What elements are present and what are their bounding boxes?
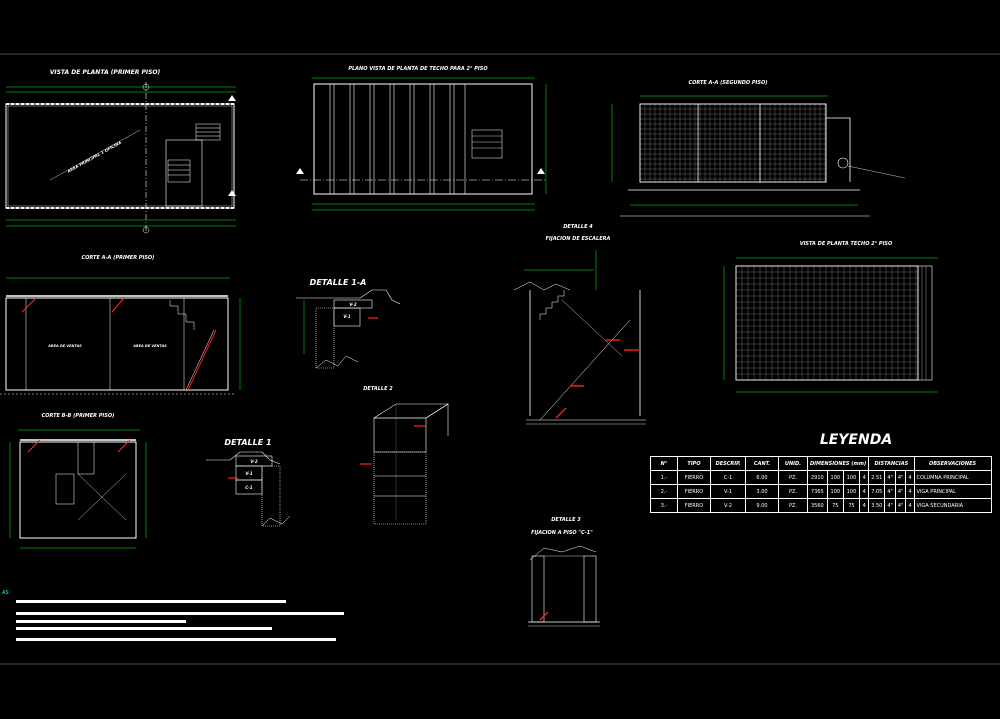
- legend-cell: 2910: [807, 470, 828, 485]
- legend-cell: 100: [842, 484, 861, 499]
- plan-first-floor: VISTA DE PLANTA (PRIMER PISO) AREA PRINC…: [5, 69, 236, 234]
- legend-cell: 9.00: [745, 498, 779, 513]
- detail-1a-title: DETALLE 1-A: [310, 278, 367, 287]
- legend-cell: 3.00: [745, 484, 779, 499]
- legend-cell: 4: [859, 498, 870, 513]
- legend-cell: 1.-: [650, 470, 678, 485]
- notes-label: AS:: [2, 590, 11, 596]
- legend-header-cant: CANT.: [745, 456, 779, 471]
- legend-cell: 4: [859, 484, 870, 499]
- legend-cell: 100: [826, 484, 844, 499]
- legend-table: N° TIPO DESCRIP. CANT. UNID. DIMENSIONES…: [650, 456, 992, 513]
- legend-cell: FIERRO: [677, 484, 711, 499]
- legend-cell: VIGA SECUNDARIA: [913, 498, 992, 513]
- legend-cell: C-1: [710, 470, 746, 485]
- legend-cell: PZ.: [778, 498, 808, 513]
- cut-bb-first-title: CORTE B-B (PRIMER PISO): [42, 413, 115, 419]
- legend-cell: 75: [842, 498, 861, 513]
- detail-1-v1: V-1: [245, 471, 252, 476]
- legend-header-row: N° TIPO DESCRIP. CANT. UNID. DIMENSIONES…: [650, 456, 992, 471]
- detail-3-subtitle: FIJACION A PISO "C-1": [531, 530, 593, 536]
- detail-1: DETALLE 1 V-2 V-1 C-1: [206, 438, 291, 527]
- legend-cell: COLUMNA PRINCIPAL: [913, 470, 992, 485]
- detail-1-title: DETALLE 1: [224, 438, 271, 447]
- legend-cell: 7365: [807, 484, 828, 499]
- legend-cell: 7.05: [868, 484, 886, 499]
- legend-cell: 3560: [807, 498, 828, 513]
- legend-cell: 4": [894, 470, 907, 485]
- legend-cell: 4": [894, 484, 907, 499]
- legend-header-distancias: DISTANCIAS: [868, 456, 915, 471]
- legend-cell: 4": [884, 470, 896, 485]
- legend-cell: PZ.: [778, 484, 808, 499]
- legend-cell: 2.51: [868, 470, 886, 485]
- legend-cell: V-2: [710, 498, 746, 513]
- legend-title: LEYENDA: [819, 432, 893, 448]
- cut-aa-area-2: AREA DE VENTAS: [132, 344, 167, 348]
- legend-cell: 4": [884, 484, 896, 499]
- legend-header-tipo: TIPO: [677, 456, 711, 471]
- legend-cell: V-1: [710, 484, 746, 499]
- cut-aa-first-floor: CORTE A-A (PRIMER PISO) AREA DE VENTAS A…: [0, 255, 241, 395]
- legend-header-n: N°: [650, 456, 678, 471]
- legend-cell: 100: [842, 470, 861, 485]
- detail-2-title: DETALLE 2: [363, 386, 393, 392]
- legend-header-descrip: DESCRIP.: [710, 456, 746, 471]
- legend-cell: 4: [905, 498, 915, 513]
- legend-cell: 4": [894, 498, 907, 513]
- detail-3-title: DETALLE 3: [551, 517, 581, 523]
- cut-aa-second-floor: CORTE A-A (SEGUNDO PISO): [611, 80, 906, 217]
- detail-4-title: DETALLE 4: [563, 224, 593, 230]
- detail-1-v2: V-2: [250, 459, 257, 464]
- legend-cell: FIERRO: [677, 498, 711, 513]
- cut-aa-second-title: CORTE A-A (SEGUNDO PISO): [688, 80, 767, 86]
- legend-cell: PZ.: [778, 470, 808, 485]
- legend-cell: 2.-: [650, 484, 678, 499]
- cut-aa-first-title: CORTE A-A (PRIMER PISO): [82, 255, 155, 261]
- detail-1a-v1: V-1: [343, 314, 350, 319]
- plan-first-title: VISTA DE PLANTA (PRIMER PISO): [50, 69, 161, 76]
- detail-1-c1: C-1: [245, 485, 253, 490]
- detail-4: DETALLE 4 FIJACION DE ESCALERA: [513, 224, 646, 425]
- legend-cell: 4": [884, 498, 896, 513]
- cut-aa-area-1: AREA DE VENTAS: [47, 344, 82, 348]
- legend-cell: 4: [905, 470, 915, 485]
- legend-cell: FIERRO: [677, 470, 711, 485]
- legend-cell: 75: [826, 498, 844, 513]
- legend-header-unid: UNID.: [778, 456, 808, 471]
- cut-bb-first-floor: CORTE B-B (PRIMER PISO): [9, 413, 147, 549]
- detail-1a-v2: V-2: [349, 302, 356, 307]
- notes-block: [16, 600, 344, 641]
- legend-cell: 3.-: [650, 498, 678, 513]
- detail-1a: DETALLE 1-A V-2 V-1: [296, 278, 401, 369]
- legend-cell: VIGA PRINCIPAL: [913, 484, 992, 499]
- detail-3: DETALLE 3 FIJACION A PISO "C-1": [528, 517, 600, 627]
- plan-roof: PLANO VISTA DE PLANTA DE TECHO PARA 2° P…: [296, 66, 547, 211]
- legend-cell: 100: [826, 470, 844, 485]
- detail-4-subtitle: FIJACION DE ESCALERA: [546, 236, 611, 242]
- roof-plan-second: VISTA DE PLANTA TECHO 2° PISO: [723, 241, 938, 393]
- roof-plan-second-title: VISTA DE PLANTA TECHO 2° PISO: [800, 241, 893, 247]
- plan-first-area-label: AREA PRINCIPAL 1 OFICINA: [66, 140, 123, 174]
- legend-cell: 4: [859, 470, 870, 485]
- legend-cell: 6.00: [745, 470, 779, 485]
- plan-roof-title: PLANO VISTA DE PLANTA DE TECHO PARA 2° P…: [348, 66, 488, 72]
- legend-cell: 4: [905, 484, 915, 499]
- legend-cell: 3.50: [868, 498, 886, 513]
- legend-header-observaciones: OBSERVACIONES: [913, 456, 992, 471]
- legend-header-dimensiones: DIMENSIONES (mm): [806, 456, 870, 471]
- detail-2: DETALLE 2: [360, 386, 450, 525]
